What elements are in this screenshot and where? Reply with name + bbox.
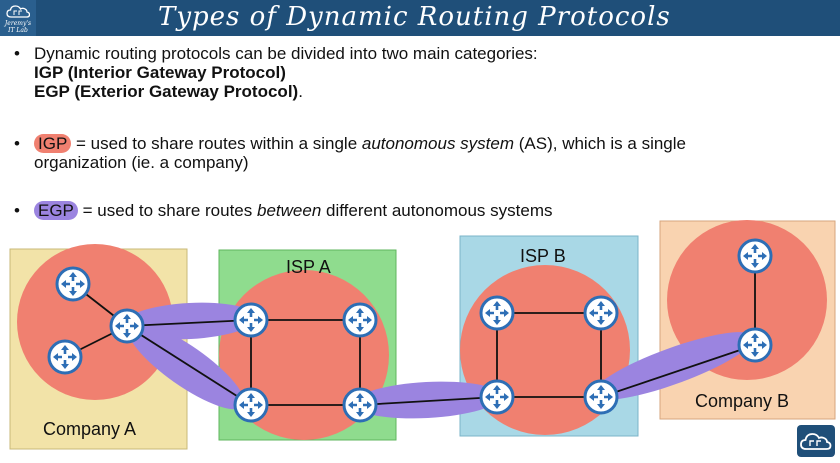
bullet-dot: • — [14, 134, 20, 153]
isp-b-label: ISP B — [520, 246, 566, 266]
router-icon — [342, 302, 378, 338]
egp-link-ispa-ispb — [353, 381, 501, 419]
egp-tag: EGP — [34, 201, 78, 220]
router-icon — [47, 339, 83, 375]
egp-text-italic: between — [257, 201, 322, 220]
igp-text-1: = used to share routes within a single — [71, 134, 362, 153]
igp-text-3: organization (ie. a company) — [34, 153, 249, 172]
igp-definition: IGP (Interior Gateway Protocol) — [34, 63, 286, 82]
router-icon — [55, 266, 91, 302]
router-icon — [342, 387, 378, 423]
period: . — [298, 82, 303, 101]
logo-line1: Jeremy's — [4, 20, 32, 27]
egp-link-ispb-companyb — [591, 332, 755, 400]
router-icon — [583, 295, 619, 331]
igp-text-2: (AS), which is a single — [514, 134, 686, 153]
router-icon — [479, 295, 515, 331]
router-icon — [233, 387, 269, 423]
router-icon — [737, 327, 773, 363]
igp-text-italic: autonomous system — [361, 134, 515, 153]
router-icon — [479, 379, 515, 415]
egp-definition: EGP (Exterior Gateway Protocol) — [34, 82, 299, 101]
cloud-logo-icon — [797, 425, 835, 457]
router-icon — [583, 379, 619, 415]
router-icon — [233, 302, 269, 338]
page-title: Types of Dynamic Routing Protocols — [158, 2, 671, 32]
company-a-label: Company A — [43, 419, 137, 439]
company-b-label: Company B — [695, 391, 790, 411]
bullet-dot: • — [14, 44, 20, 63]
egp-text-1: = used to share routes — [77, 201, 257, 220]
igp-tag: IGP — [34, 134, 72, 153]
cloud-icon — [6, 5, 30, 18]
logo-line2: IT Lab — [8, 27, 28, 34]
bullet-categories-text: Dynamic routing protocols can be divided… — [34, 44, 538, 63]
bullet-dot: • — [14, 201, 20, 220]
router-icon — [737, 238, 773, 274]
isp-a-label: ISP A — [286, 257, 331, 277]
router-icon — [109, 308, 145, 344]
egp-text-2: different autonomous systems — [321, 201, 553, 220]
